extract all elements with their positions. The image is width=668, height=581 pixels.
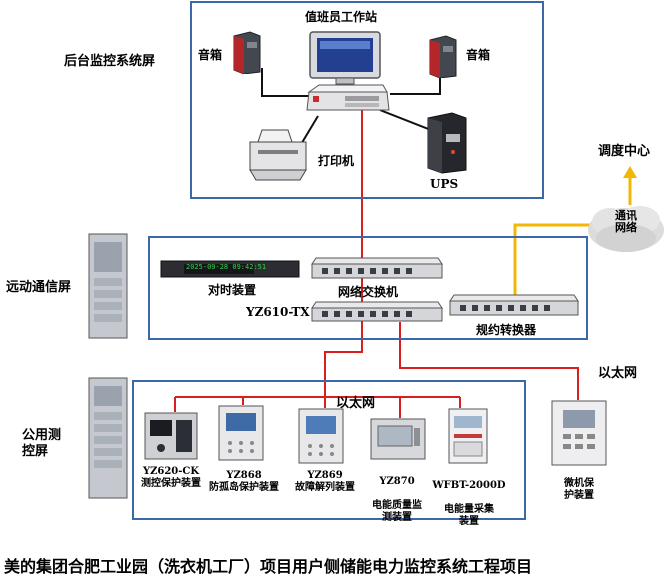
ethernet-inner-label: 以太网 [336, 396, 376, 411]
backend-frame [190, 1, 544, 199]
telecontrol-cabinet-icon [88, 233, 128, 339]
time-sync-label: 对时装置 [208, 283, 257, 297]
device-yz870-icon [370, 418, 426, 460]
device-yz620-model: YZ620-CK [142, 466, 200, 477]
ups-icon [427, 112, 467, 174]
device-yz620-desc: 测控保护装置 [141, 478, 201, 489]
ethernet-right-branch [399, 322, 579, 400]
telecontrol-screen-label: 远动通信屏 [6, 280, 72, 295]
device-yz869-model: YZ869 [307, 470, 343, 481]
network-switch-label: 网络交换机 [338, 285, 399, 299]
speaker-right-label: 音箱 [466, 48, 491, 62]
device-yz868-icon [218, 405, 264, 461]
protocol-converter-icon [449, 294, 579, 316]
device-yz868-desc: 防孤岛保护装置 [209, 482, 279, 493]
device-yz868-model: YZ868 [226, 470, 262, 481]
device-yz870-desc: 电能质量监 测装置 [372, 500, 422, 523]
speaker-left-icon [233, 31, 261, 74]
computer-case-icon [306, 84, 390, 111]
telecontrol-frame [148, 236, 588, 340]
printer-icon [249, 129, 307, 181]
time-sync-device-icon [160, 260, 300, 278]
backend-screen-label: 后台监控系统屏 [64, 54, 156, 69]
device-wfbt-model: WFBT-2000D [432, 480, 506, 491]
workstation-label: 值班员工作站 [305, 10, 378, 24]
device-wfbt-label: WFBT-2000D 电能量采集 装置 [432, 468, 506, 540]
ethernet-inner-bus [324, 322, 363, 397]
printer-label: 打印机 [318, 154, 355, 168]
micro-protection-label: 微机保 护装置 [564, 478, 594, 501]
comm-network-cloud-icon [588, 206, 664, 252]
cable-ups [379, 109, 437, 133]
micro-protection-device-icon [551, 400, 607, 466]
cable-speaker-right [390, 72, 441, 95]
protocol-converter-label: 规约转换器 [476, 323, 537, 337]
device-yz869-label: YZ869 故障解列装置 [290, 470, 360, 494]
public-screen-label: 公用测 控屏 [22, 428, 62, 459]
monitor-icon [309, 31, 381, 85]
cable-printer [299, 115, 319, 147]
device-yz870-model: YZ870 [379, 476, 415, 487]
device-yz869-icon [298, 408, 344, 464]
comm-network-label: 通讯 网络 [615, 209, 637, 234]
uplink-line [513, 223, 606, 295]
yz610-device-icon [311, 301, 443, 322]
device-wfbt-icon [448, 408, 488, 464]
speaker-right-icon [429, 35, 457, 78]
diagram-caption: 美的集团合肥工业园（洗衣机工厂）项目用户侧储能电力监控系统工程项目 [4, 557, 533, 576]
network-switch-icon [311, 257, 443, 279]
public-cabinet-icon [88, 377, 128, 499]
public-frame [132, 380, 526, 520]
speaker-left-label: 音箱 [198, 48, 223, 62]
device-yz620-icon [144, 412, 198, 460]
device-yz868-label: YZ868 防孤岛保护装置 [205, 470, 283, 494]
ethernet-outer-label: 以太网 [598, 366, 638, 381]
yz610-label: YZ610-TX [246, 305, 310, 319]
time-sync-display: 2025-09-28 09:42:51 [186, 263, 267, 271]
device-wfbt-desc: 电能量采集 装置 [444, 504, 494, 527]
dispatch-arrow-head [623, 166, 637, 178]
device-yz870-label: YZ870 电能质量监 测装置 [362, 464, 432, 536]
device-yz869-desc: 故障解列装置 [295, 482, 355, 493]
cable-speaker-left [261, 68, 310, 97]
dispatch-center-label: 调度中心 [598, 144, 651, 159]
device-yz620-label: YZ620-CK 测控保护装置 [136, 466, 206, 490]
ups-label: UPS [430, 177, 459, 191]
